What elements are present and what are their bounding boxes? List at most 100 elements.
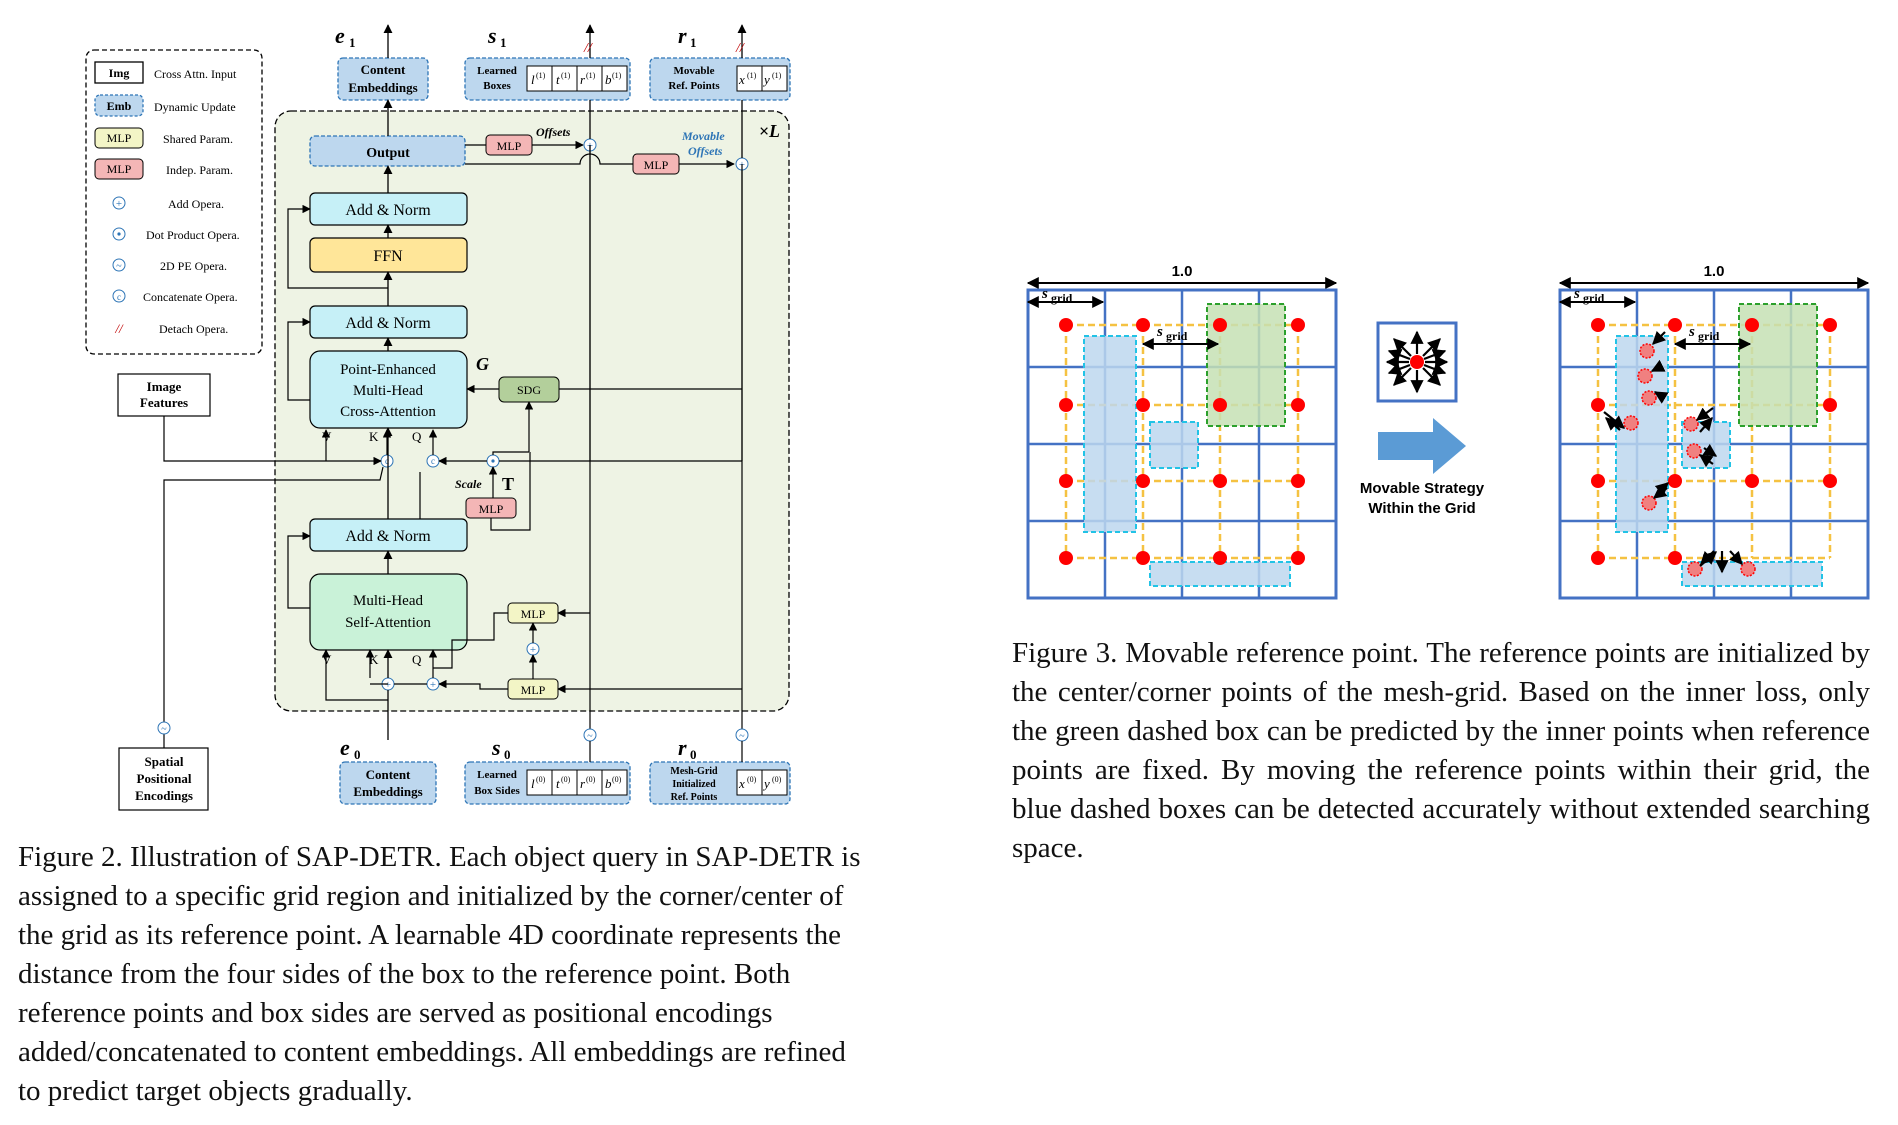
r1-label: r	[678, 23, 687, 48]
learned-box-sides-label-line2: Box Sides	[474, 785, 520, 797]
cell-r: r	[580, 776, 586, 791]
content-embeddings-bottom-line2: Embeddings	[353, 784, 422, 799]
svg-text:c: c	[431, 456, 435, 466]
s-grid-subscript: grid	[1698, 329, 1720, 343]
svg-text:+: +	[116, 198, 122, 210]
movable-strategy-icon	[1376, 321, 1458, 403]
mlp-label: MLP	[521, 683, 546, 697]
s0-subscript: 0	[504, 747, 511, 762]
cell-sup: (0)	[561, 775, 571, 784]
k-label: K	[369, 429, 379, 444]
add-norm-label: Add & Norm	[345, 202, 431, 219]
v-label: V	[322, 429, 332, 444]
mlp-label: MLP	[497, 139, 522, 153]
strategy-label-line2: Within the Grid	[1368, 500, 1475, 517]
self-attention-label-line2: Self-Attention	[345, 615, 431, 631]
svg-text:~: ~	[739, 731, 745, 742]
cell-b: b	[605, 776, 612, 791]
movable-ref-points-label: Movable	[674, 65, 715, 77]
e0-subscript: 0	[354, 747, 361, 762]
movable-offsets-label: Movable	[681, 129, 725, 143]
grid-movable-reference-points: 1.0	[1558, 263, 1870, 600]
cell-sup: (1)	[612, 71, 622, 80]
spatial-pe-label-line2: Positional	[137, 771, 192, 786]
cell-y: y	[762, 776, 770, 791]
e0-label: e	[340, 735, 350, 760]
s-grid-label: s	[1156, 324, 1163, 340]
repeat-l-label: ×L	[759, 121, 780, 141]
figure-2-diagram: Img Cross Attn. Input Emb Dynamic Update…	[85, 23, 791, 811]
legend-label: 2D PE Opera.	[160, 259, 227, 273]
figure-2-caption: Figure 2. Illustration of SAP-DETR. Each…	[18, 841, 861, 1107]
cell-l: l	[531, 776, 535, 791]
s0-label: s	[491, 735, 501, 760]
cell-x: x	[738, 776, 745, 791]
output-label: Output	[366, 146, 410, 161]
cell-sup: (1)	[772, 71, 782, 80]
v-label: V	[322, 652, 332, 667]
figure-3-diagram: 1.0 s gr	[1026, 263, 1870, 600]
legend-label: Detach Opera.	[159, 322, 228, 336]
cell-sup: (1)	[561, 71, 571, 80]
mesh-grid-label-line2: Initialized	[672, 779, 716, 790]
svg-text:+: +	[385, 679, 391, 691]
image-features-label: Image	[147, 379, 182, 394]
cell-sup: (1)	[586, 71, 596, 80]
s1-subscript: 1	[500, 35, 507, 50]
legend-key-mlp-indep: MLP	[107, 162, 132, 176]
mlp-label: MLP	[479, 502, 504, 516]
s-grid-subscript: grid	[1166, 329, 1188, 343]
legend-key-mlp-shared: MLP	[107, 131, 132, 145]
cell-x: x	[738, 72, 745, 87]
cell-y: y	[762, 72, 770, 87]
svg-text://: //	[735, 41, 745, 56]
s-grid-subscript: grid	[1583, 291, 1605, 305]
svg-text:~: ~	[161, 724, 167, 735]
cell-l: l	[531, 72, 535, 87]
bottom-inputs: e 0 Content Embeddings s 0 Learned Box S…	[339, 735, 791, 805]
self-attention-label: Multi-Head	[353, 593, 423, 609]
legend-key-emb: Emb	[107, 99, 132, 113]
spatial-pe-label-line3: Encodings	[135, 788, 193, 803]
svg-text:~: ~	[587, 731, 593, 742]
add-norm-label: Add & Norm	[345, 315, 431, 332]
q-label: Q	[412, 429, 422, 444]
learned-boxes-label-line2: Boxes	[483, 80, 511, 92]
q-label: Q	[412, 652, 422, 667]
cell-sup: (0)	[747, 775, 757, 784]
legend-label: Indep. Param.	[166, 163, 233, 177]
svg-text:c: c	[117, 292, 121, 302]
image-features-box	[117, 373, 211, 417]
cell-sup: (0)	[612, 775, 622, 784]
legend-label: Concatenate Opera.	[143, 290, 238, 304]
legend-label: Dynamic Update	[154, 100, 236, 114]
box-cells-bottom: l (0) t (0) r (0) b (0)	[526, 769, 628, 796]
cell-r: r	[580, 72, 586, 87]
legend-key-img: Img	[109, 66, 130, 80]
content-embeddings-top-line2: Embeddings	[348, 80, 417, 95]
s-grid-label: s	[1573, 286, 1580, 302]
width-label: 1.0	[1704, 263, 1725, 280]
mesh-grid-label: Mesh-Grid	[670, 766, 718, 777]
cell-t: t	[556, 72, 560, 87]
legend-label: Dot Product Opera.	[146, 228, 240, 242]
e1-label: e	[335, 23, 345, 48]
r0-subscript: 0	[690, 747, 697, 762]
figure-3-caption: Figure 3. Movable reference point. The r…	[1012, 637, 1870, 864]
sdg-label: SDG	[517, 383, 541, 397]
spatial-pe-label: Spatial	[144, 754, 183, 769]
s-grid-label: s	[1688, 324, 1695, 340]
legend: Img Cross Attn. Input Emb Dynamic Update…	[85, 49, 263, 355]
svg-text:+: +	[430, 679, 436, 691]
legend-label: Cross Attn. Input	[154, 67, 237, 81]
cell-sup: (1)	[747, 71, 757, 80]
learned-box-sides-label: Learned	[477, 769, 517, 781]
cell-sup: (1)	[536, 71, 546, 80]
cell-b: b	[605, 72, 612, 87]
image-features-label-line2: Features	[140, 395, 188, 410]
k-label: K	[369, 652, 379, 667]
svg-text:+: +	[530, 644, 536, 656]
r0-label: r	[678, 735, 687, 760]
transition-arrow	[1378, 418, 1466, 474]
cross-attention-label-line2: Multi-Head	[353, 383, 423, 399]
